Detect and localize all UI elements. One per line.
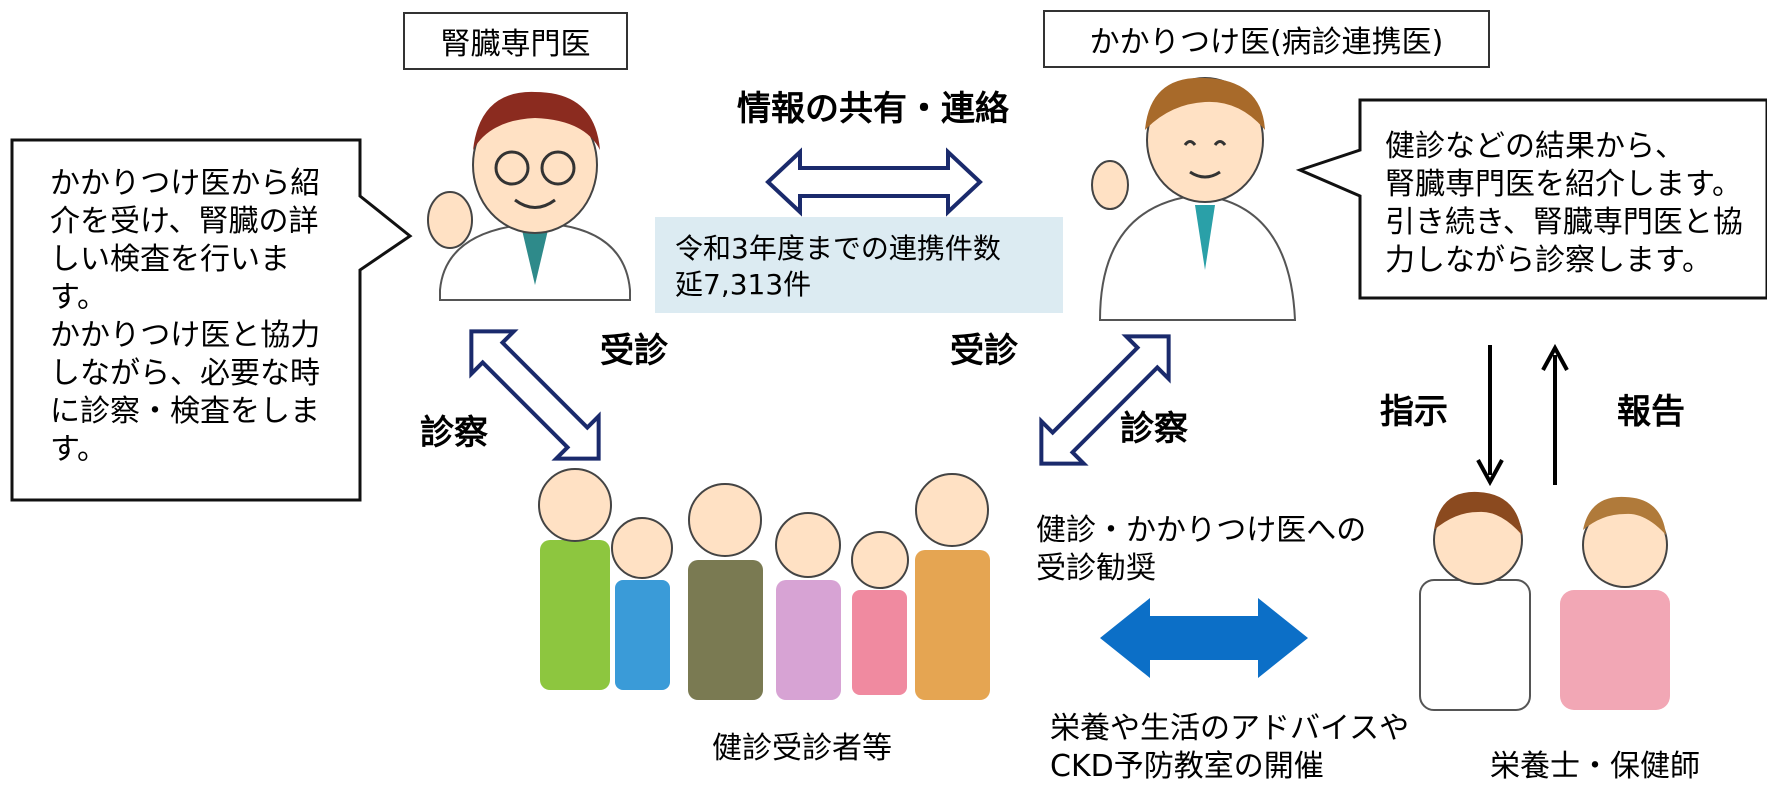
nephrologist-label: 腎臓専門医 [403, 12, 628, 70]
right-visit-arrow [1039, 334, 1171, 466]
left-exam-label: 診察 [420, 413, 488, 453]
nephrologist-description: かかりつけ医から紹 介を受け、腎臓の詳 しい検査を行いま す。 かかりつけ医と協… [50, 166, 321, 467]
family-doctor-illustration [1091, 77, 1297, 321]
advice-text: 栄養や生活のアドバイスや CKD予防教室の開催 [1050, 711, 1410, 784]
left-visit-arrow [469, 329, 601, 461]
info-sharing-heading: 情報の共有・連絡 [737, 89, 1009, 129]
right-exam-label: 診察 [1120, 409, 1188, 449]
left-visit-label: 受診 [600, 331, 668, 371]
recommendation-text: 健診・かかりつけ医への 受診勧奨 [1036, 513, 1367, 586]
nurse-illustration [1419, 491, 1670, 711]
family-doctor-label: かかりつけ医(病診連携医) [1043, 10, 1490, 68]
report-arrow [1541, 343, 1569, 485]
family-group-illustration [538, 468, 990, 700]
nephrologist-callout [10, 138, 413, 502]
nutritionist-label: 栄養士・保健師 [1490, 749, 1700, 784]
nephrologist-illustration [427, 91, 631, 301]
advice-arrow [1100, 598, 1308, 678]
instruction-arrow [1476, 345, 1504, 487]
instruction-label: 指示 [1380, 392, 1448, 432]
collaboration-stat: 令和3年度までの連携件数 延7,313件 [655, 217, 1063, 313]
info-sharing-arrow [765, 147, 983, 217]
family-doctor-callout [1295, 98, 1767, 300]
report-label: 報告 [1617, 392, 1685, 432]
right-visit-label: 受診 [950, 331, 1018, 371]
family-doctor-description: 健診などの結果から、 腎臓専門医を紹介します。 引き続き、腎臓専門医と協 力しな… [1385, 129, 1743, 278]
examinees-label: 健診受診者等 [712, 731, 892, 766]
